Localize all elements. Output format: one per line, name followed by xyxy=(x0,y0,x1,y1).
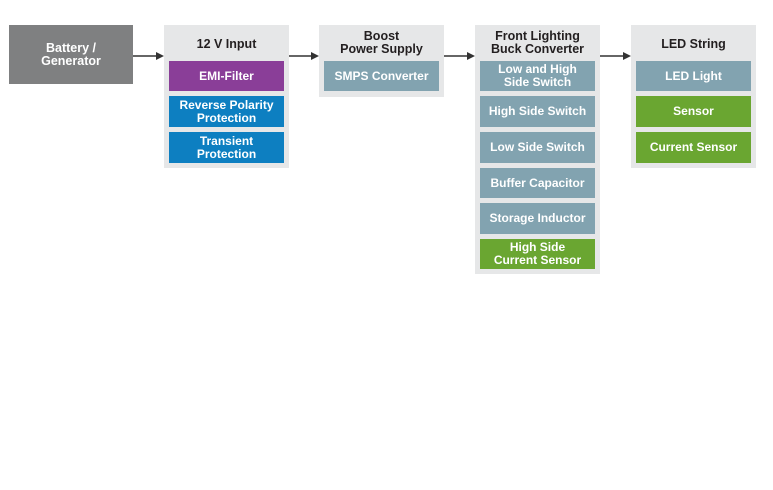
sensor-label: Sensor xyxy=(673,104,714,118)
arrow-battery-to-input xyxy=(133,52,164,60)
high-side-current-sensor-block: High Side Current Sensor xyxy=(480,239,595,269)
input-12v-group: 12 V Input EMI-Filter Reverse Polarity P… xyxy=(164,25,289,168)
emi-filter-block: EMI-Filter xyxy=(169,61,284,91)
buffer-capacitor-label: Buffer Capacitor xyxy=(490,175,585,190)
reverse-polarity-line2: Protection xyxy=(196,110,257,125)
led-light-block: LED Light xyxy=(636,61,751,91)
buck-title-line2: Buck Converter xyxy=(490,42,585,56)
smps-converter-label: SMPS Converter xyxy=(334,68,429,83)
boost-title-line2: Power Supply xyxy=(340,42,423,56)
battery-label-line1: Battery / xyxy=(45,40,97,55)
low-side-switch-block: Low Side Switch xyxy=(480,132,595,163)
led-string-group: LED String LED Light Sensor Current Sens… xyxy=(631,25,756,168)
buck-converter-group: Front Lighting Buck Converter Low and Hi… xyxy=(475,25,600,274)
arrow-buck-to-led xyxy=(600,52,631,60)
boost-title: Boost Power Supply xyxy=(319,30,444,56)
battery-label-line2: Generator xyxy=(41,53,101,68)
boost-title-line1: Boost xyxy=(363,29,400,43)
arrow-input-to-boost xyxy=(289,52,319,60)
buffer-capacitor-block: Buffer Capacitor xyxy=(480,168,595,198)
smps-converter-block: SMPS Converter xyxy=(324,61,439,91)
high-side-switch-label: High Side Switch xyxy=(488,104,587,118)
low-high-switch-line1: Low and High xyxy=(498,62,577,76)
sensor-block: Sensor xyxy=(636,96,751,127)
buck-current-sensor-line2: Current Sensor xyxy=(493,253,582,267)
arrow-boost-to-buck xyxy=(444,52,475,60)
buck-current-sensor-line1: High Side xyxy=(509,240,566,254)
reverse-polarity-block: Reverse Polarity Protection xyxy=(169,96,284,127)
transient-line1: Transient xyxy=(199,133,254,148)
low-side-switch-label: Low Side Switch xyxy=(490,140,585,154)
led-current-sensor-block: Current Sensor xyxy=(636,132,751,163)
transient-line2: Protection xyxy=(196,146,257,161)
high-side-switch-block: High Side Switch xyxy=(480,96,595,127)
reverse-polarity-line1: Reverse Polarity xyxy=(179,97,274,112)
emi-filter-label: EMI-Filter xyxy=(199,68,254,83)
battery-generator-block: Battery / Generator xyxy=(9,25,133,84)
buck-title: Front Lighting Buck Converter xyxy=(475,30,600,56)
input-12v-title: 12 V Input xyxy=(196,37,257,51)
buck-title-line1: Front Lighting xyxy=(495,29,580,43)
boost-power-supply-group: Boost Power Supply SMPS Converter xyxy=(319,25,444,97)
low-high-switch-line2: Side Switch xyxy=(503,75,572,89)
low-high-side-switch-block: Low and High Side Switch xyxy=(480,61,595,91)
storage-inductor-label: Storage Inductor xyxy=(489,211,586,225)
led-string-title: LED String xyxy=(661,37,726,51)
transient-protection-block: Transient Protection xyxy=(169,132,284,163)
storage-inductor-block: Storage Inductor xyxy=(480,203,595,234)
led-current-sensor-label: Current Sensor xyxy=(649,140,738,154)
led-light-label: LED Light xyxy=(665,68,722,83)
